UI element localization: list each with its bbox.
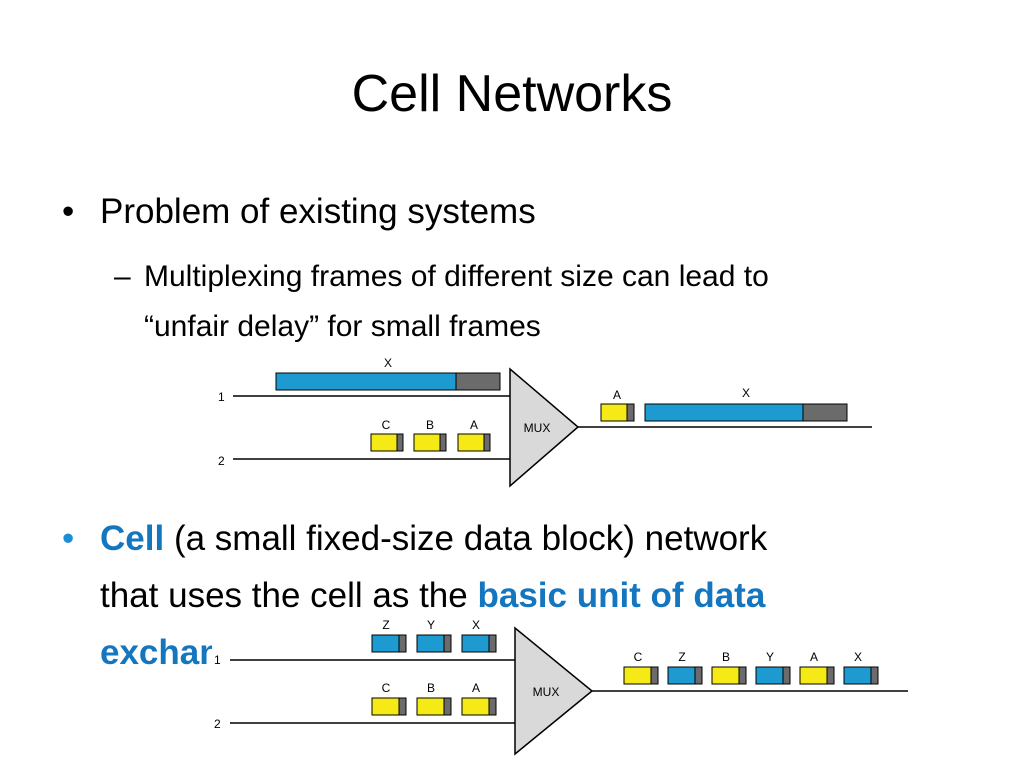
bullet-dot: • [62, 519, 75, 558]
bullet-dot: • [62, 192, 75, 231]
output-cell-header [782, 666, 791, 685]
slide-title: Cell Networks [351, 65, 673, 123]
input2-cell-label: A [472, 681, 480, 695]
sub-bullet-dash: – [114, 260, 131, 293]
output-cell-header [826, 666, 835, 685]
basic-unit-term: basic unit of data [477, 576, 766, 615]
input1-label: 1 [218, 390, 225, 404]
output-cell-label: A [810, 650, 818, 664]
input1-cell [461, 634, 490, 653]
input2-cell [461, 697, 490, 716]
output-cell [667, 666, 696, 685]
frame-b-header [439, 433, 447, 452]
mux-triangle [509, 367, 580, 488]
output-cell [799, 666, 828, 685]
input1-cell [416, 634, 445, 653]
input2-cell-header [488, 697, 497, 716]
input2-cell-header [398, 697, 407, 716]
input2-label: 2 [218, 454, 225, 468]
output-cell-label: C [634, 650, 643, 664]
input1-cell-header [398, 634, 407, 653]
input1-label: 1 [214, 653, 221, 667]
sub-bullet-line1: Multiplexing frames of different size ca… [144, 260, 769, 293]
out-frame-a-header [626, 403, 635, 422]
input1-cell-label: Z [382, 618, 389, 632]
frame-x-label: X [384, 356, 392, 370]
output-cell-label: Y [766, 650, 774, 664]
out-x-label: X [742, 386, 750, 400]
input2-cell-header [443, 697, 452, 716]
output-cell-header [738, 666, 747, 685]
input2-cell [371, 697, 400, 716]
output-cell [755, 666, 784, 685]
input2-cell-label: B [427, 681, 435, 695]
mux-label: MUX [524, 421, 551, 435]
bullet-problem-text: Problem of existing systems [100, 192, 536, 231]
output-cell-header [694, 666, 703, 685]
input2-label: 2 [214, 717, 221, 731]
input1-cell-header [443, 634, 452, 653]
mux-triangle [514, 626, 594, 756]
output-cell-label: B [722, 650, 730, 664]
sub-bullet-text: Multiplexing frames of different size ca… [144, 252, 934, 352]
output-cell [711, 666, 740, 685]
frame-b-label: B [426, 418, 434, 432]
frame-x-header [455, 372, 501, 391]
input1-cell [371, 634, 400, 653]
input2-cell [416, 697, 445, 716]
mux-label: MUX [533, 685, 560, 699]
out-a-label: A [613, 388, 621, 402]
frame-a-label: A [470, 418, 478, 432]
out-frame-x-header [802, 403, 848, 422]
input1-cell-header [488, 634, 497, 653]
output-cell-label: X [854, 650, 862, 664]
output-cell-label: Z [678, 650, 685, 664]
input2-cell-label: C [382, 681, 391, 695]
output-cell [843, 666, 872, 685]
output-cell-header [870, 666, 879, 685]
frame-c-header [396, 433, 404, 452]
bullet-cell-text: Cell (a small fixed-size data block) net… [100, 510, 920, 681]
input1-cell-label: X [472, 618, 480, 632]
output-cell [623, 666, 652, 685]
cell-definition: (a small fixed-size data block) network [173, 519, 768, 558]
frame-a-header [483, 433, 491, 452]
output-cell-header [650, 666, 659, 685]
input1-cell-label: Y [427, 618, 435, 632]
cell-usage: that uses the cell as the [100, 576, 468, 615]
cell-term: Cell [100, 519, 165, 558]
sub-bullet-line2: “unfair delay” for small frames [144, 310, 541, 343]
frame-c-label: C [382, 418, 391, 432]
